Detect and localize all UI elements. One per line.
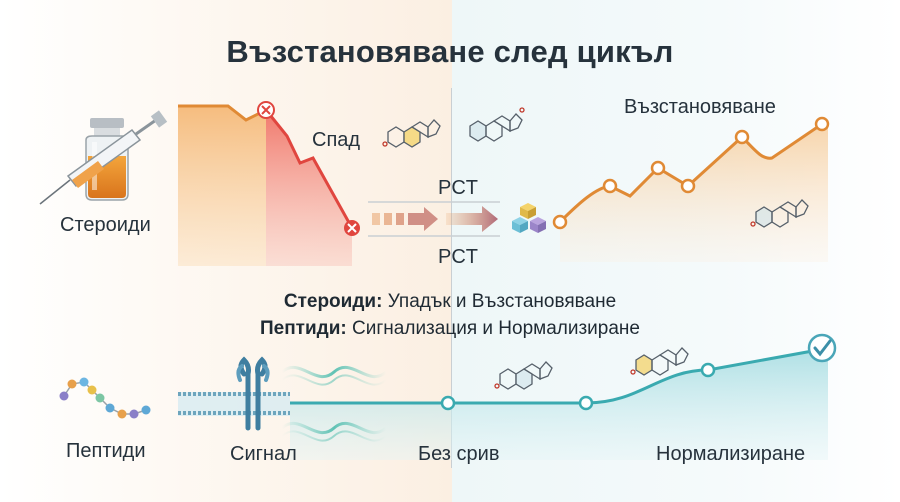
summary-steroids-text: Упадък и Възстановяване [382, 291, 617, 312]
recovery-curve [552, 116, 830, 262]
steroid-drop-area [257, 101, 360, 266]
summary-steroids-term: Стероиди: [283, 291, 383, 312]
signal-wave-top [281, 365, 387, 386]
summary-peptides-text: Сигнализация и Нормализиране [346, 318, 640, 339]
steroid-molecule-icon-3 [750, 199, 809, 228]
label-pct-bottom: PCT [438, 246, 478, 268]
steroid-molecule-icon-2 [469, 107, 525, 142]
page-title: Възстановяване след цикъл [226, 34, 674, 69]
summary-line-peptides: Пептиди: Сигнализация и Нормализиране [0, 318, 900, 340]
label-normalization: Нормализиране [656, 443, 806, 465]
steroid-molecule-icon-1 [382, 119, 441, 148]
pct-arrows [368, 201, 500, 237]
cell-membrane [178, 392, 290, 416]
peptide-curve [290, 348, 828, 460]
steroid-molecule-icon-4 [494, 361, 553, 390]
label-no-crash: Без срив [418, 443, 500, 465]
summary-line-steroids: Стероиди: Упадък и Възстановяване [0, 291, 900, 313]
label-drop: Спад [312, 129, 361, 151]
checkmark-icon [807, 333, 837, 363]
label-steroids: Стероиди [60, 214, 151, 236]
signal-wave-bottom [281, 421, 387, 442]
zone-divider [451, 88, 452, 468]
label-signal: Сигнал [230, 443, 297, 465]
summary-peptides-term: Пептиди: [259, 318, 347, 339]
syringe-icon [39, 110, 168, 205]
label-recovery: Възстановяване [624, 96, 776, 118]
receptor-icon [236, 356, 270, 431]
peptide-chain-icon [59, 377, 151, 419]
label-pct-top: PCT [438, 177, 478, 199]
steroid-molecule-icon-5 [630, 347, 689, 376]
steroid-high-area [178, 104, 267, 266]
molecule-cubes-icon [512, 203, 546, 233]
label-peptides: Пептиди [66, 440, 146, 462]
